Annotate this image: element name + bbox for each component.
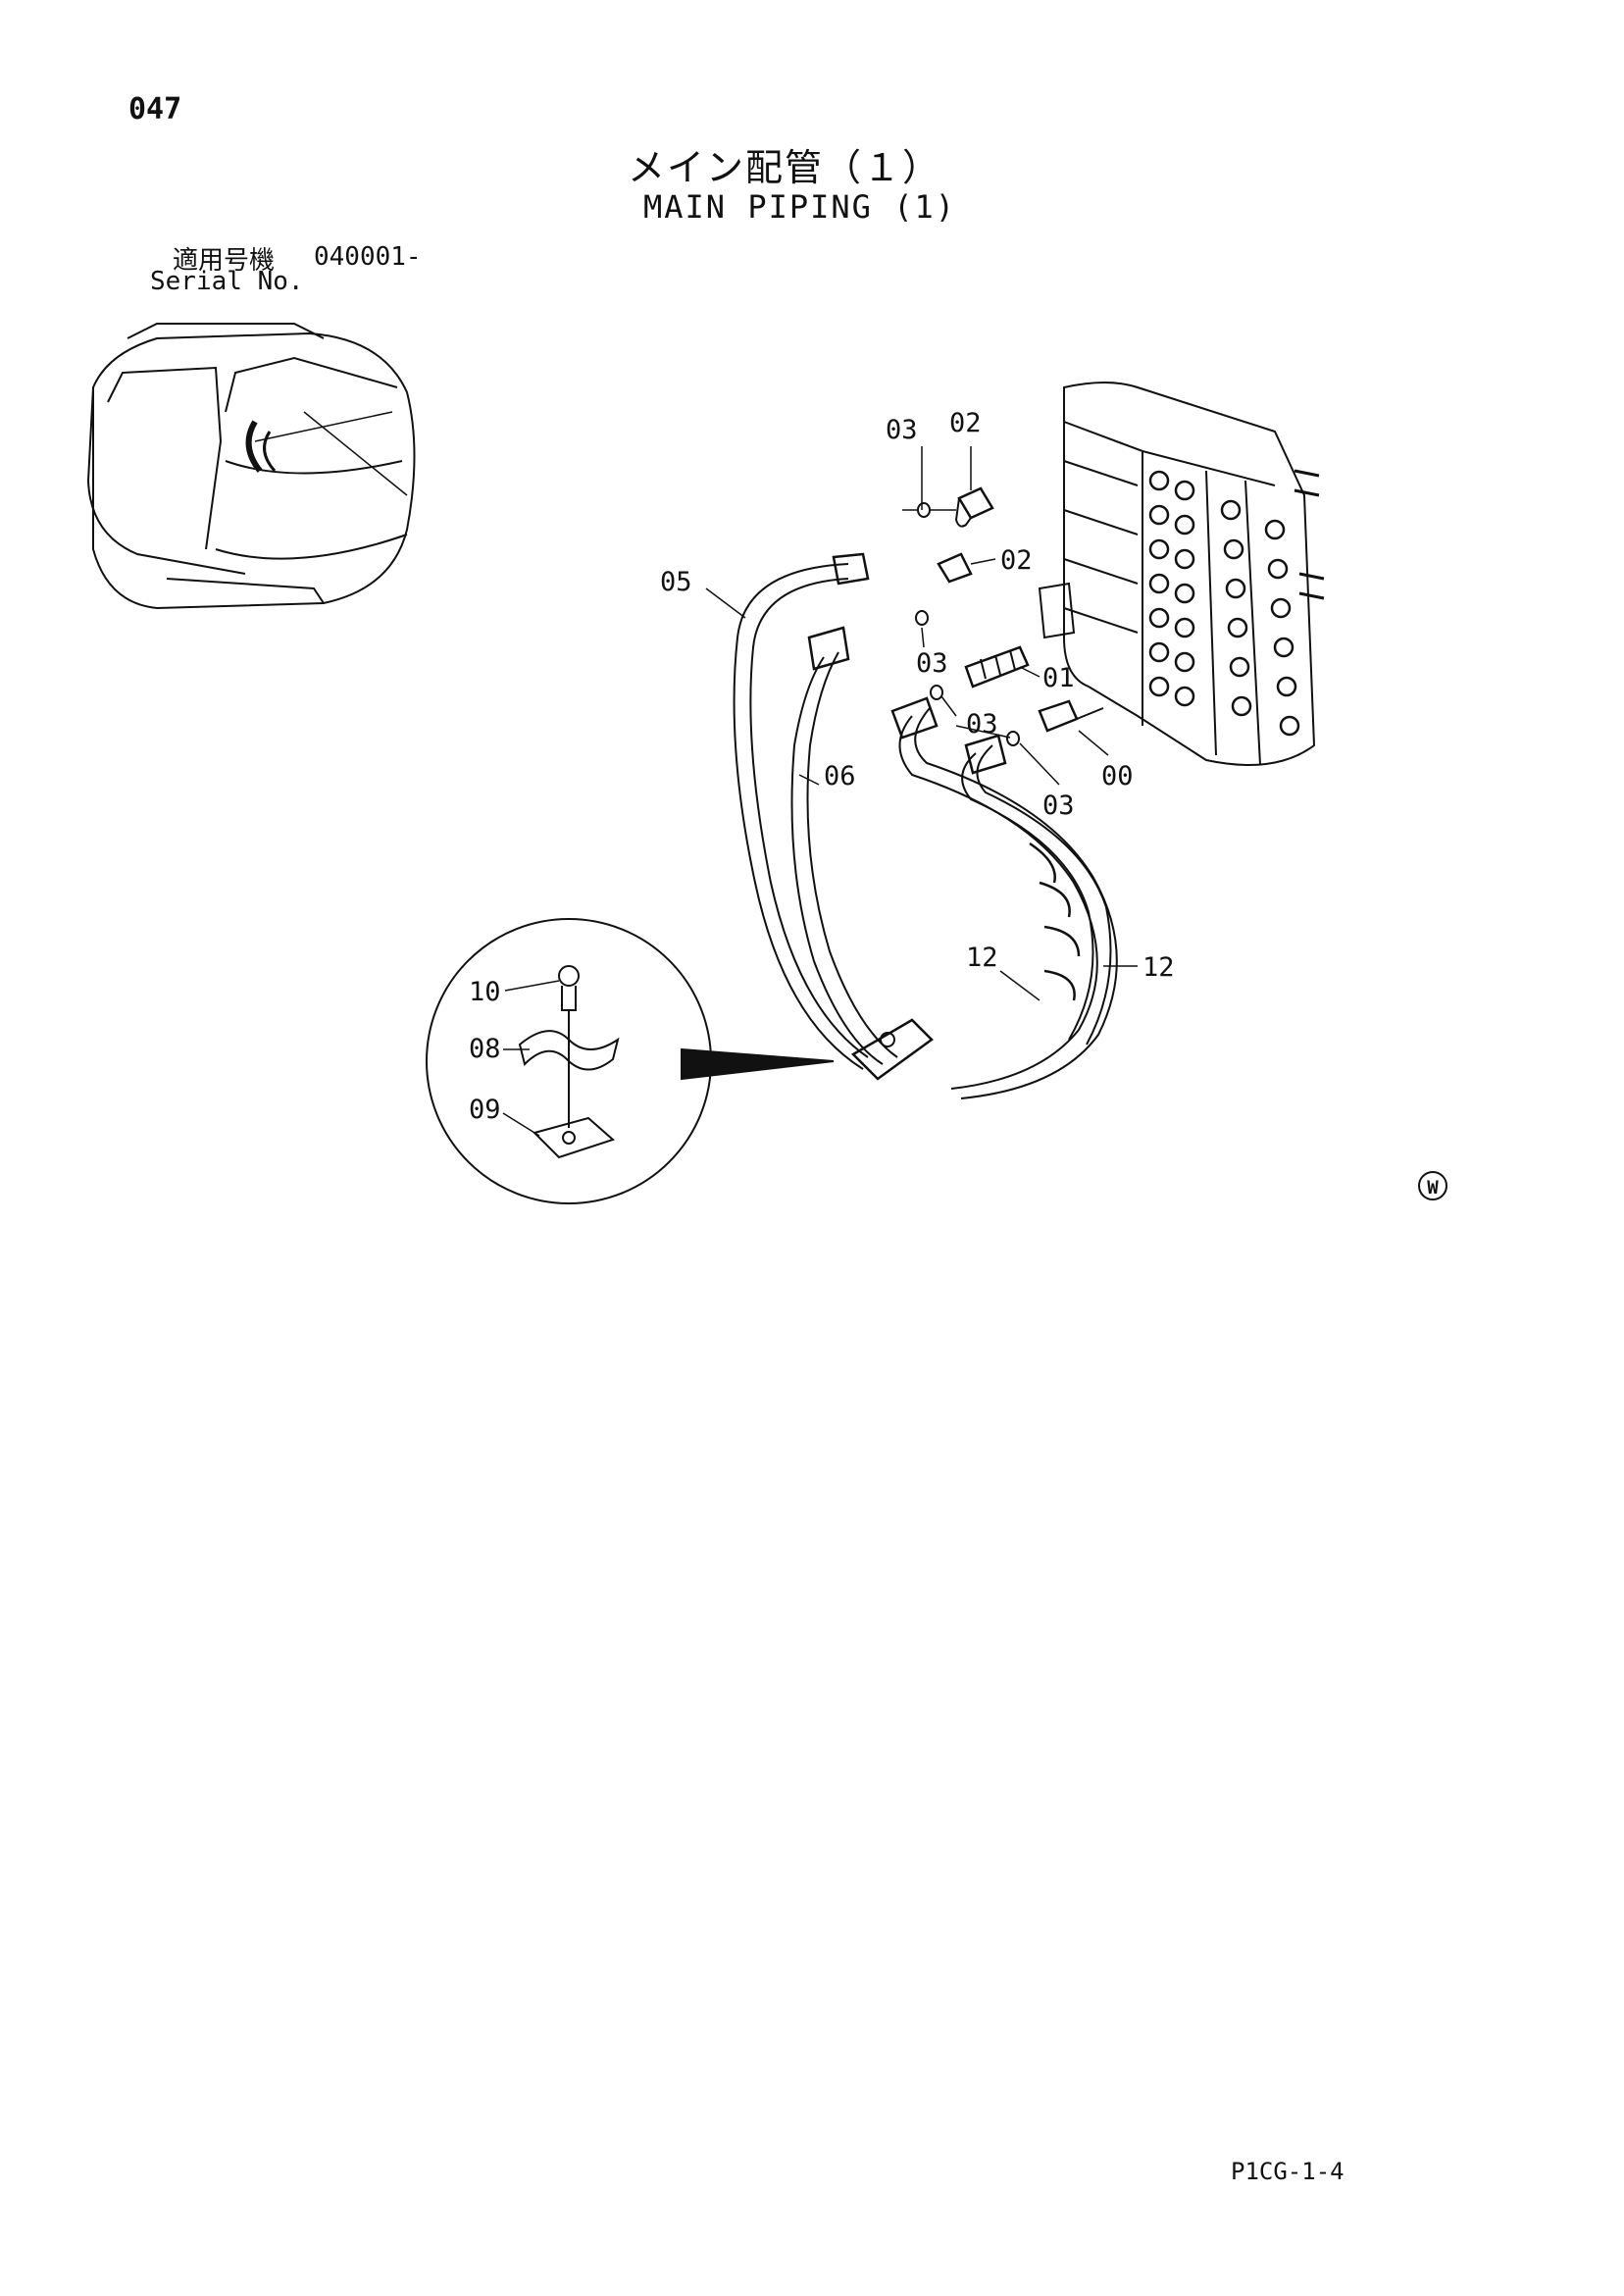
callout-02-mid: 02 bbox=[1000, 545, 1033, 576]
callout-05: 05 bbox=[660, 567, 692, 597]
callout-labels: 03 02 02 03 01 03 03 00 05 06 12 12 10 0… bbox=[469, 408, 1175, 1125]
circled-w-mark: W bbox=[1418, 1171, 1447, 1200]
callout-03-top: 03 bbox=[886, 415, 918, 445]
page-number: 047 bbox=[128, 92, 182, 127]
callout-06: 06 bbox=[824, 761, 856, 791]
hoses-icon bbox=[733, 552, 1118, 1099]
callout-03-bottom: 03 bbox=[1042, 791, 1075, 821]
footer-code: P1CG-1-4 bbox=[1231, 2158, 1345, 2185]
serial-label-en: Serial No. bbox=[150, 267, 304, 296]
callout-03-lower: 03 bbox=[966, 709, 998, 740]
callout-12-right: 12 bbox=[1142, 952, 1175, 983]
leader-lines bbox=[502, 446, 1138, 1137]
fittings-icon bbox=[902, 486, 1104, 746]
clamp-detail-icon bbox=[426, 918, 835, 1204]
excavator-overview-icon bbox=[86, 323, 416, 610]
callout-09: 09 bbox=[469, 1095, 501, 1125]
callout-00: 00 bbox=[1101, 761, 1134, 791]
callout-08: 08 bbox=[469, 1034, 501, 1064]
circled-w-letter: W bbox=[1427, 1177, 1439, 1199]
serial-label-jp: 適用号機 bbox=[173, 246, 276, 276]
callout-03-mid: 03 bbox=[916, 648, 948, 679]
page-title-en: MAIN PIPING (1) bbox=[643, 188, 956, 226]
page-title-jp: メイン配管（１） bbox=[628, 146, 942, 189]
callout-12-left: 12 bbox=[966, 943, 998, 973]
serial-number: 040001- bbox=[314, 242, 422, 272]
callout-01: 01 bbox=[1042, 663, 1075, 693]
callout-02-top: 02 bbox=[949, 408, 982, 438]
control-valve-icon bbox=[1038, 382, 1325, 766]
callout-10: 10 bbox=[469, 977, 501, 1007]
